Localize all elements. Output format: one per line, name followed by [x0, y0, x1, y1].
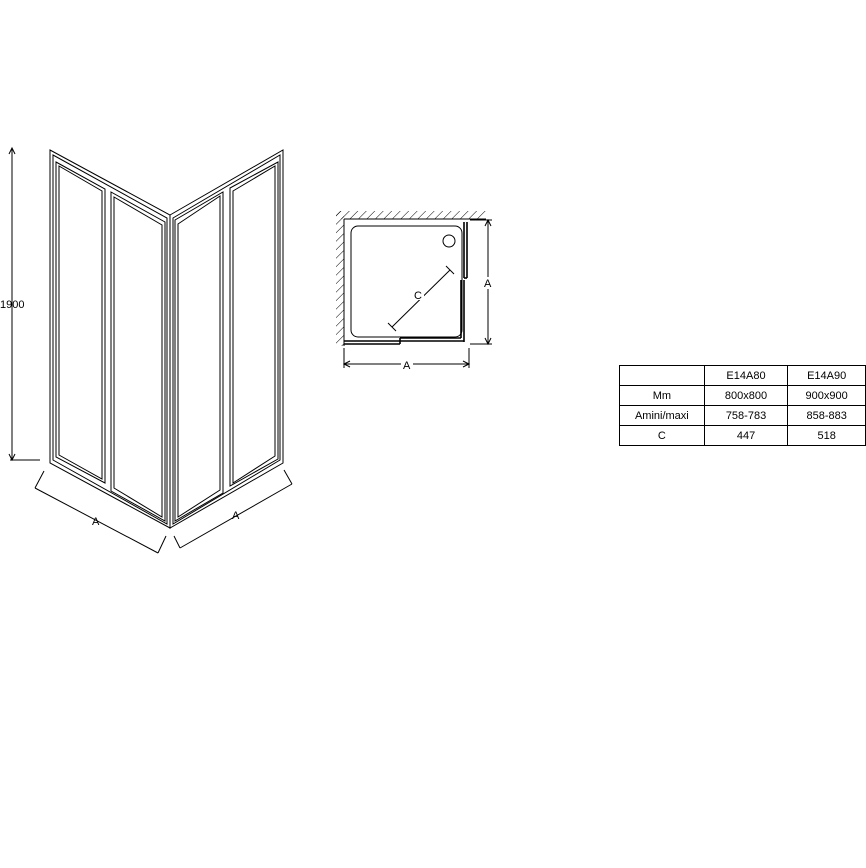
left-wall-hatch	[336, 211, 344, 346]
plan-depth-label: A	[484, 278, 492, 290]
plan-width-label: A	[403, 360, 411, 372]
left-width-label: A	[92, 516, 100, 528]
table-row: Amini/maxi 758-783 858-883	[619, 405, 866, 426]
drain-icon	[442, 234, 456, 248]
table-header-cell: E14A80	[703, 365, 789, 386]
table-cell: 858-883	[787, 405, 866, 426]
table-header-row: E14A80 E14A90	[619, 365, 866, 386]
table-cell: Mm	[619, 385, 705, 406]
left-panel-frame	[49, 149, 171, 529]
right-width-dimension-line	[173, 469, 293, 549]
spec-table: E14A80 E14A90 Mm 800x800 900x900 Amini/m…	[619, 365, 866, 446]
height-label: 1900	[0, 299, 24, 311]
shower-tray	[350, 225, 463, 338]
table-cell: 758-783	[703, 405, 789, 426]
table-cell: C	[619, 425, 705, 446]
table-row: C 447 518	[619, 425, 866, 446]
table-cell: 447	[703, 425, 789, 446]
table-cell: 900x900	[787, 385, 866, 406]
right-panel-frame	[169, 149, 284, 529]
table-row: Mm 800x800 900x900	[619, 385, 866, 406]
table-cell: Amini/maxi	[619, 405, 705, 426]
left-width-dimension-line	[34, 470, 167, 554]
enclosure-perspective-view	[8, 146, 293, 554]
table-cell: 518	[787, 425, 866, 446]
table-header-cell: E14A90	[787, 365, 866, 386]
plan-diagonal-label: C	[414, 290, 422, 302]
table-cell: 800x800	[703, 385, 789, 406]
top-wall-hatch	[336, 211, 486, 219]
door-profiles	[344, 222, 468, 345]
height-dimension-line	[8, 146, 40, 462]
right-width-label: A	[232, 510, 240, 522]
table-header-cell	[619, 365, 705, 386]
